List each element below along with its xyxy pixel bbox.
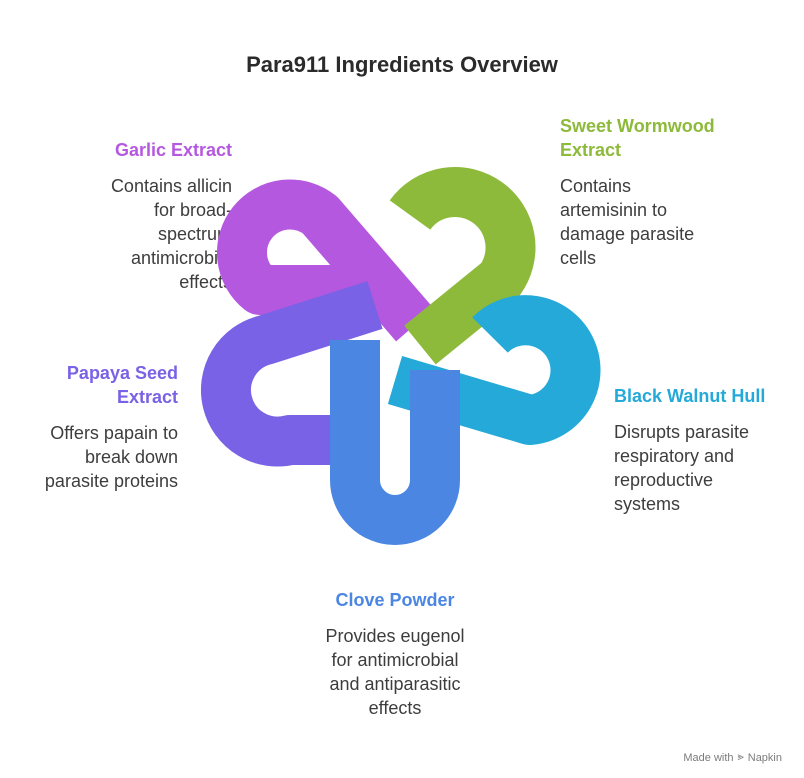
name-line: Extract [560, 140, 622, 160]
loop-clove [330, 340, 460, 545]
desc-line: reproductive [614, 470, 714, 490]
loop-papaya [200, 281, 383, 467]
desc-line: for antimicrobial [331, 650, 459, 670]
name-line: Extract [116, 387, 178, 407]
ingredient-garlic: Garlic Extract Contains allicin for broa… [60, 138, 232, 294]
ingredient-description: Contains allicin for broad- spectrum ant… [60, 174, 232, 294]
desc-line: spectrum [157, 224, 232, 244]
desc-line: damage parasite [560, 224, 695, 244]
page-title: Para911 Ingredients Overview [246, 52, 558, 77]
ingredient-wormwood: Sweet Wormwood Extract Contains artemisi… [560, 114, 760, 270]
desc-line: Disrupts parasite [614, 422, 750, 442]
name-line: Papaya Seed [66, 363, 178, 383]
name-line: Sweet Wormwood [560, 116, 715, 136]
ingredient-name: Clove Powder [335, 590, 455, 610]
ingredient-description: Offers papain to break down parasite pro… [20, 421, 178, 493]
desc-line: Contains [560, 176, 632, 196]
interlocking-loops-diagram [200, 167, 601, 545]
ingredient-description: Disrupts parasite respiratory and reprod… [614, 420, 794, 516]
desc-line: for broad- [153, 200, 232, 220]
loop-walnut [387, 295, 601, 445]
desc-line: and antiparasitic [329, 674, 461, 694]
desc-line: antimicrobial [130, 248, 232, 268]
desc-line: break down [84, 447, 178, 467]
ingredient-description: Contains artemisinin to damage parasite … [560, 174, 760, 270]
ingredient-name: Sweet Wormwood Extract [560, 114, 760, 162]
desc-line: Provides eugenol [325, 626, 465, 646]
ingredient-description: Provides eugenol for antimicrobial and a… [290, 624, 500, 720]
desc-line: Offers papain to [50, 423, 178, 443]
desc-line: respiratory and [614, 446, 735, 466]
footer-attribution: Made with ⪢ Napkin [683, 751, 782, 764]
desc-line: Contains allicin [110, 176, 232, 196]
desc-line: effects [179, 272, 232, 292]
napkin-logo-icon: ⪢ [737, 751, 744, 763]
loop-wormwood [389, 167, 536, 365]
desc-line: cells [560, 248, 597, 268]
desc-line: effects [368, 698, 422, 718]
desc-line: artemisinin to [560, 200, 668, 220]
ingredient-walnut: Black Walnut Hull Disrupts parasite resp… [614, 384, 794, 516]
made-with-label: Made with [683, 751, 734, 764]
desc-line: parasite proteins [44, 471, 178, 491]
desc-line: systems [614, 494, 681, 514]
ingredient-name: Black Walnut Hull [614, 386, 766, 406]
ingredient-name: Papaya Seed Extract [20, 361, 178, 409]
napkin-brand: Napkin [747, 751, 782, 764]
ingredient-clove: Clove Powder Provides eugenol for antimi… [290, 588, 500, 720]
loop-garlic [217, 179, 434, 342]
ingredient-name: Garlic Extract [114, 140, 232, 160]
ingredient-papaya: Papaya Seed Extract Offers papain to bre… [20, 361, 178, 493]
